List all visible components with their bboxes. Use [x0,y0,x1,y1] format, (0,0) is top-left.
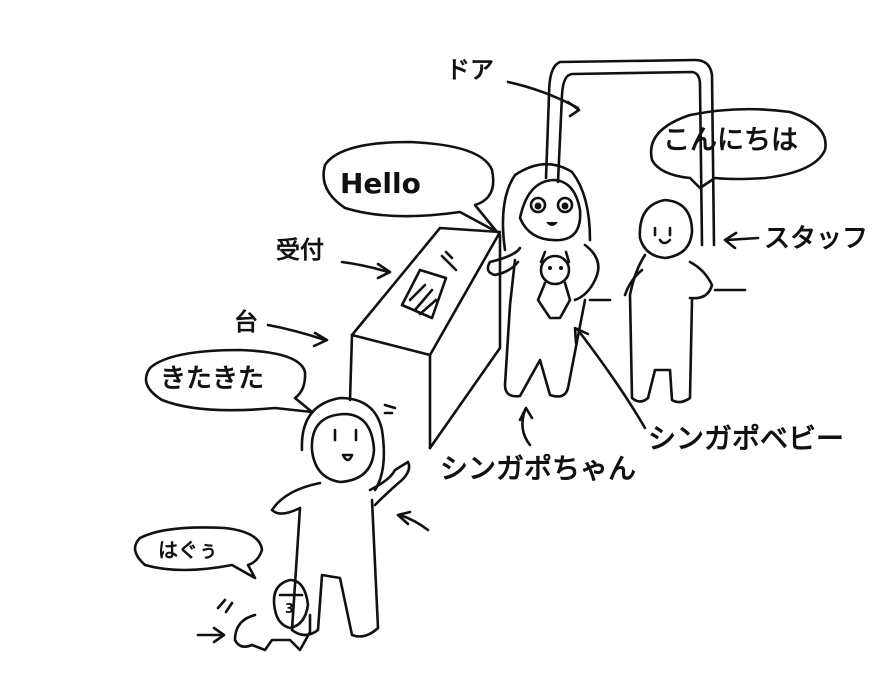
label-door: ドア [446,56,494,84]
speech-kitakita: きたきた [160,364,265,394]
speech-bubble-kitakita [144,348,314,414]
door [544,58,716,247]
label-reception: 受付 [276,236,324,264]
label-staff: スタッフ [764,224,869,254]
speech-bubble-hagu [133,526,264,580]
arrow-door [506,80,581,118]
arrow-stand [266,323,329,348]
reception-counter [348,226,502,450]
arrow-visitor [396,510,430,532]
arrow-singapo-chan [518,406,534,447]
label-singapo-chan: シンガポちゃん [440,452,637,485]
staff-figure [623,198,747,404]
arrow-reception [340,260,392,280]
baby-figure [216,578,312,652]
label-singapo-baby: シンガポベビー [648,422,845,455]
baby-badge-number: 3 [285,602,295,617]
arrow-staff [723,231,760,250]
arrow-baby [196,626,226,644]
speech-hagu: はぐぅ [158,538,218,562]
label-stand: 台 [234,308,258,336]
visitor-figure [270,396,411,638]
speech-konnichiwa: こんにちは [663,125,798,156]
singapo-chan-figure [486,162,612,398]
speech-bubble-konnichiwa [649,107,827,190]
arrow-singapo-baby [573,326,647,430]
speech-hello: Hello [340,167,421,200]
speech-bubble-hello [322,140,499,234]
